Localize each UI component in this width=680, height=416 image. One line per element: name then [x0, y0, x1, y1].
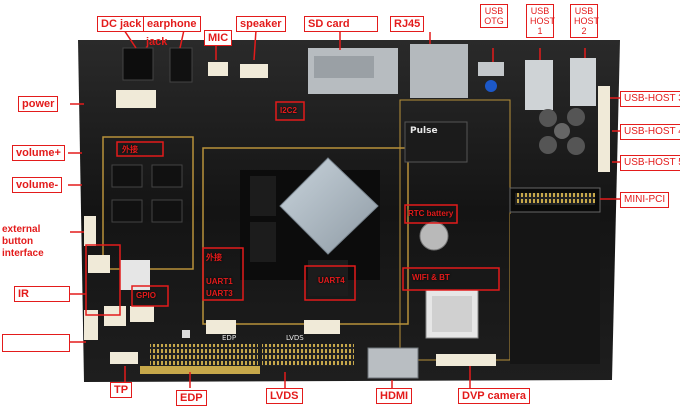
label-usb-otg: USB OTG: [480, 4, 508, 28]
label-usb-host-4: USB-HOST 4: [620, 124, 680, 140]
silk-lvds: LVDS: [286, 334, 304, 342]
onboard-uart3: UART3: [206, 289, 233, 298]
onboard-gpio: GPIO: [136, 291, 157, 300]
onboard-wifi-bt: WIFI & BT: [412, 273, 450, 282]
label-lvds: LVDS: [266, 388, 303, 404]
label-volume-minus: volume-: [12, 177, 63, 193]
label-external-button-interface: external button interface: [2, 224, 44, 259]
silk-pulse: Pulse: [410, 126, 438, 136]
label-volume-plus: volume+: [12, 145, 65, 161]
onboard-uart1: UART1: [206, 277, 233, 286]
label-power: power: [18, 96, 59, 112]
label-dc-jack: DC jack: [97, 16, 146, 32]
label-usb-host-1: USB HOST 1: [526, 4, 555, 38]
label-mini-pci: MINI-PCI: [620, 192, 670, 208]
label-ir: IR: [14, 286, 70, 302]
label-sd-card: SD card: [304, 16, 378, 32]
onboard-cn-label: 外接: [122, 145, 138, 154]
label-usb-host-5: USB-HOST 5: [620, 155, 680, 171]
label-tp: TP: [110, 382, 133, 398]
onboard-uart4: UART4: [318, 276, 345, 285]
label-earphone: earphone: [143, 16, 201, 32]
label-dvp-camera: DVP camera: [458, 388, 531, 404]
label-edp: EDP: [176, 390, 207, 406]
silk-edp: EDP: [222, 334, 237, 342]
label-hdmi: HDMI: [376, 388, 413, 404]
onboard-cn-label-2: 外接: [206, 253, 222, 262]
onboard-i2c2: I2C2: [280, 106, 297, 115]
label-mic: MIC: [204, 30, 233, 46]
onboard-rtc-battery: RTC battery: [408, 209, 454, 218]
label-rj45: RJ45: [390, 16, 425, 32]
label-usb-host-3: USB-HOST 3: [620, 91, 680, 107]
label-usb-host-2: USB HOST 2: [570, 4, 599, 38]
label-jack: jack: [146, 36, 168, 48]
label-speaker: speaker: [236, 16, 286, 32]
label-blank-box: [2, 334, 70, 352]
